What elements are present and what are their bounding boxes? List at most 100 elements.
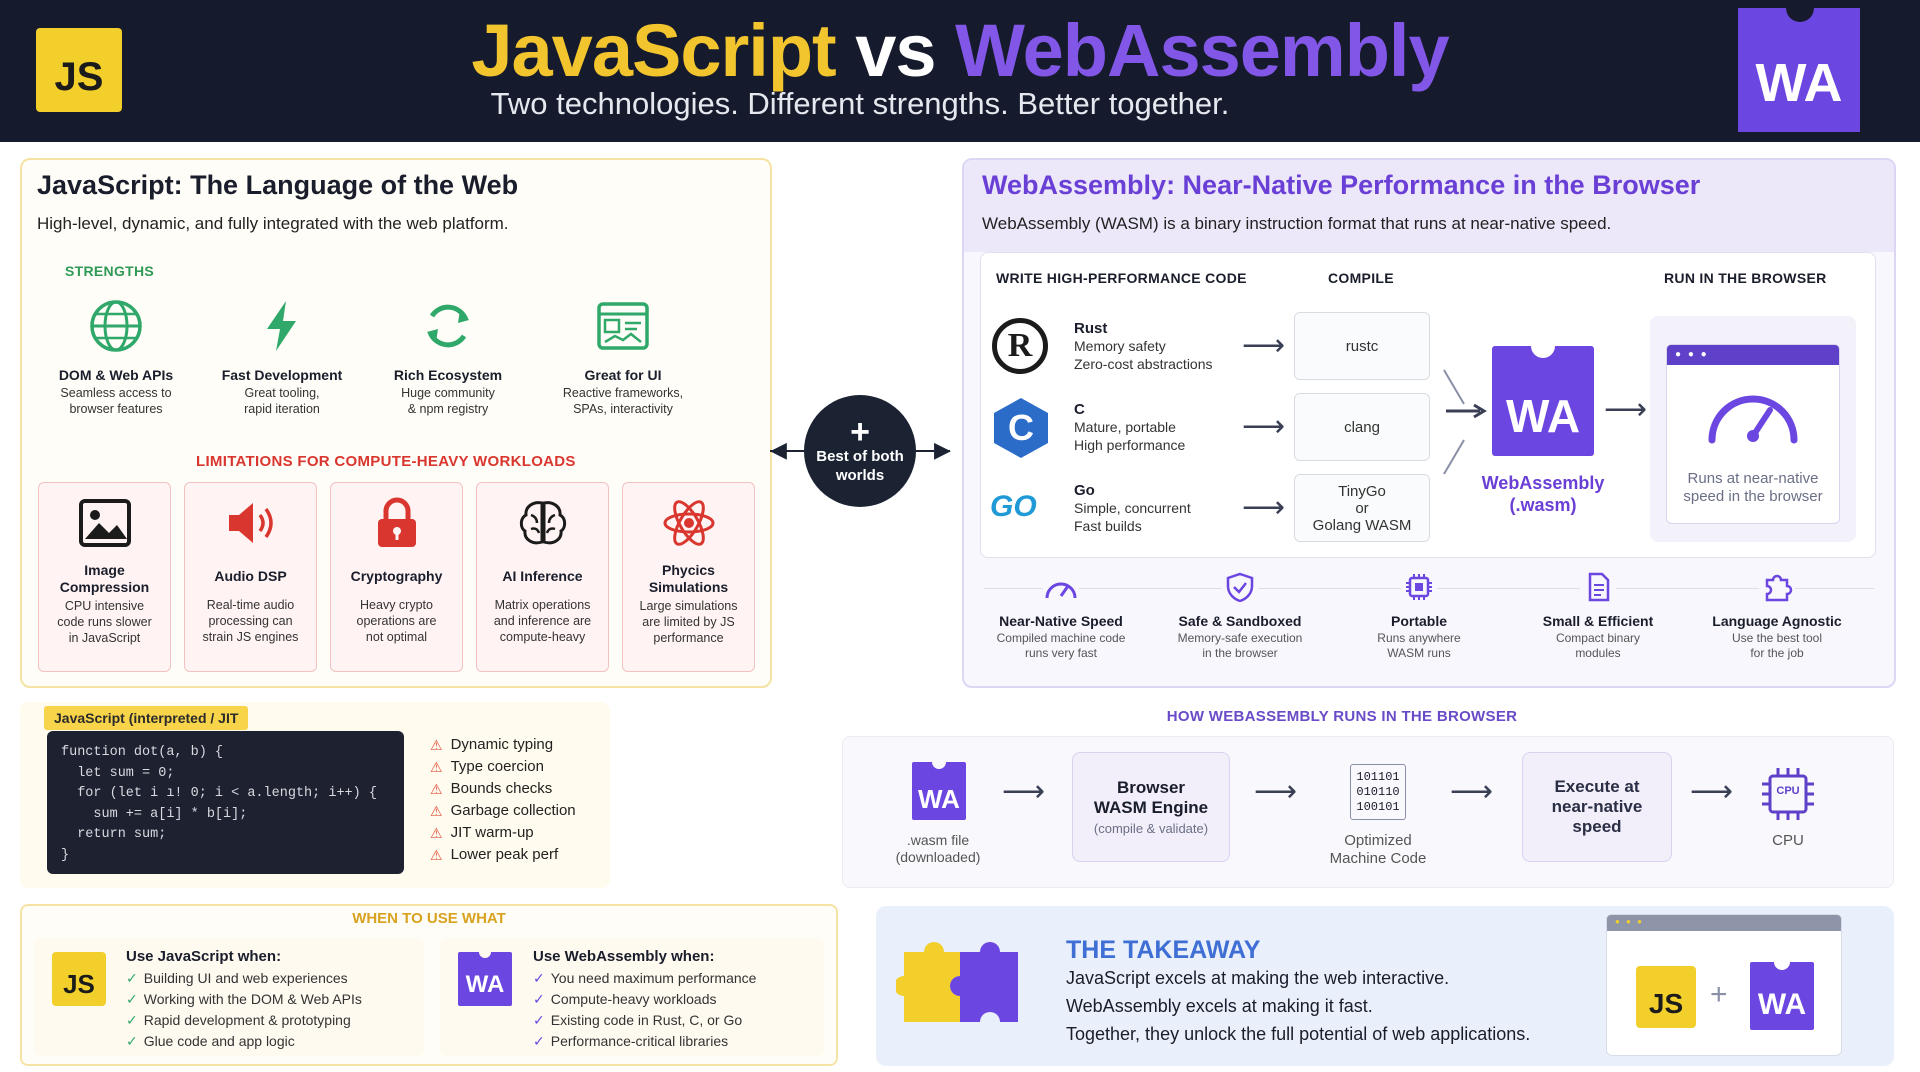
lang-go: Go Simple, concurrent Fast builds	[1074, 482, 1191, 535]
feature-safe-sandboxed: Safe & Sandboxed Memory-safe execution i…	[1165, 572, 1315, 661]
limitation-desc: Heavy crypto	[360, 598, 433, 612]
when-wa-list: Use WebAssembly when: ✓You need maximum …	[533, 948, 756, 1052]
caption-line: (downloaded)	[895, 849, 981, 865]
limitation-desc: operations are	[356, 614, 437, 628]
takeaway-title: THE TAKEAWAY	[1066, 936, 1261, 964]
header-bar	[0, 0, 1920, 142]
speedometer-icon	[1043, 572, 1079, 602]
strength-name: Rich Ecosystem	[393, 367, 503, 383]
feature-small-efficient: Small & Efficient Compact binary modules	[1523, 572, 1673, 661]
limitations-label: LIMITATIONS FOR COMPUTE-HEAVY WORKLOADS	[196, 453, 576, 470]
title-webassembly: WebAssembly	[955, 9, 1449, 92]
issue-text: JIT warm-up	[450, 824, 534, 841]
when-item: ✓Existing code in Rust, C, or Go	[533, 1010, 756, 1031]
js-logo-takeaway: JS	[1636, 966, 1696, 1028]
check-icon: ✓	[126, 970, 138, 986]
warning-icon: ⚠	[430, 759, 443, 775]
arrow-right-icon: ⟶	[1254, 775, 1298, 808]
limitation-image-compression: Image Compression CPU intensive code run…	[38, 482, 171, 672]
shield-icon	[1222, 572, 1258, 603]
limitation-audio-dsp: Audio DSP Real-time audio processing can…	[184, 482, 317, 672]
code-line: return sum;	[61, 827, 167, 842]
strength-dom-web-apis: DOM & Web APIs Seamless access to browse…	[36, 298, 196, 417]
compiler-clang: clang	[1294, 393, 1430, 461]
issue-item: ⚠Dynamic typing	[430, 734, 576, 756]
code-block: function dot(a, b) { let sum = 0; for (l…	[47, 731, 404, 874]
strength-rich-ecosystem: Rich Ecosystem Huge community & npm regi…	[368, 298, 528, 417]
limitation-desc: Matrix operations	[494, 598, 591, 612]
lang-desc: Simple, concurrent	[1074, 500, 1191, 516]
col-compile-label: COMPILE	[1328, 270, 1394, 286]
warning-icon: ⚠	[430, 781, 443, 797]
strength-desc: Great tooling,	[244, 386, 320, 400]
feature-desc: Compact binary	[1555, 631, 1641, 645]
when-item: ✓Working with the DOM & Web APIs	[126, 989, 362, 1010]
compiler-name: rustc	[1345, 337, 1379, 355]
rust-logo-text: R	[1007, 327, 1033, 364]
how-wasm-runs-box	[842, 736, 1894, 888]
takeaway-line: WebAssembly excels at making it fast.	[1066, 996, 1373, 1016]
engine-line: WASM Engine	[1093, 798, 1209, 817]
feature-desc: in the browser	[1202, 646, 1278, 660]
binary-line: 101101	[1356, 769, 1400, 784]
wa-logo-text: WA	[918, 783, 960, 814]
wa-logo-notch	[1531, 334, 1555, 358]
wa-logo-text: WA	[1505, 390, 1581, 442]
feature-name: Portable	[1390, 613, 1447, 629]
limitations-row: Image Compression CPU intensive code run…	[38, 482, 755, 672]
issue-text: Dynamic typing	[450, 736, 554, 753]
strength-fast-development: Fast Development Great tooling, rapid it…	[202, 298, 362, 417]
exec-line: speed	[1572, 817, 1622, 836]
warning-icon: ⚠	[430, 803, 443, 819]
cpu-caption: CPU	[1772, 832, 1804, 849]
when-item: ✓Compute-heavy workloads	[533, 989, 756, 1010]
lang-c: C Mature, portable High performance	[1074, 401, 1185, 454]
limitation-physics-simulations: Phycics Simulations Large simulations ar…	[622, 482, 755, 672]
limitation-name: Simulations	[648, 579, 729, 595]
plus-icon: +	[1710, 978, 1728, 1011]
arrow-right-icon: ⟶	[1450, 775, 1494, 808]
brain-icon	[519, 501, 566, 545]
takeaway-line: Together, they unlock the full potential…	[1066, 1024, 1531, 1044]
browser-titlebar: ● ● ●	[1667, 345, 1839, 365]
check-icon: ✓	[533, 1033, 545, 1049]
when-item: ✓ Rapid development & prototyping	[126, 1010, 362, 1031]
limitation-desc: are limited by JS	[642, 615, 735, 629]
limitation-name: Image	[84, 562, 125, 578]
wa-logo-text: WA	[1757, 988, 1807, 1021]
limitation-desc: and inference are	[493, 614, 592, 628]
when-item-text: You need maximum performance	[550, 970, 757, 986]
page-title: JavaScript vs WebAssembly	[0, 8, 1920, 93]
strength-name: Fast Development	[221, 367, 343, 383]
wasm-file-icon: WA	[912, 755, 966, 820]
lang-desc: High performance	[1074, 437, 1186, 453]
code-line: function dot(a, b) {	[61, 745, 224, 760]
feature-language-agnostic: Language Agnostic Use the best tool for …	[1702, 572, 1852, 661]
when-item-text: Rapid development & prototyping	[143, 1012, 351, 1028]
feature-name: Near-Native Speed	[999, 613, 1123, 629]
strength-desc: Huge community	[401, 386, 495, 400]
arrow-right-icon: ⟶	[1002, 775, 1046, 808]
warning-icon: ⚠	[430, 825, 443, 841]
lang-name: Rust	[1074, 320, 1108, 337]
arrow-right-icon: ⟶	[1242, 329, 1286, 362]
go-logo-icon: GO	[990, 490, 1037, 524]
wa-logo-takeaway: WA	[1750, 954, 1814, 1030]
wa-logo: WA	[1738, 0, 1860, 132]
check-icon: ✓	[126, 1012, 138, 1028]
image-icon	[78, 499, 131, 547]
limitation-desc: Real-time audio	[206, 598, 295, 612]
lang-desc: Memory safety	[1074, 338, 1166, 354]
lang-rust: Rust Memory safety Zero-cost abstraction…	[1074, 320, 1213, 373]
globe-icon	[90, 300, 142, 352]
cpu-chip-label: CPU	[1776, 785, 1800, 797]
lang-desc: Mature, portable	[1074, 419, 1176, 435]
exec-line: near-native	[1551, 797, 1643, 816]
wasm-label: WebAssembly	[1481, 473, 1605, 493]
strength-desc: browser features	[69, 402, 163, 416]
feature-name: Small & Efficient	[1542, 613, 1654, 629]
takeaway-text: JavaScript excels at making the web inte…	[1066, 964, 1530, 1048]
limitation-desc: CPU intensive	[64, 599, 145, 613]
when-item-text: Compute-heavy workloads	[550, 991, 717, 1007]
wa-logo-small: WA	[458, 946, 512, 1006]
